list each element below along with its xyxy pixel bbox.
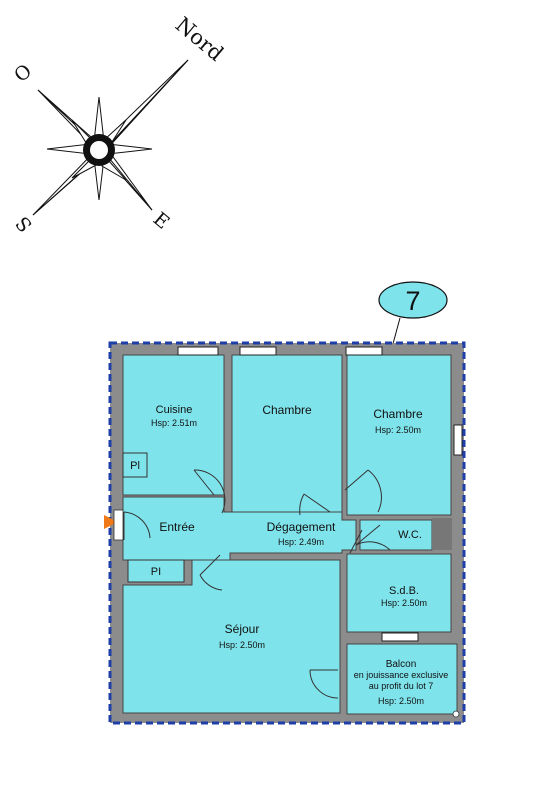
compass-east-label: E <box>149 208 174 234</box>
balcon-line-3: au profit du lot 7 <box>369 681 434 691</box>
chambre-2-hsp: Hsp: 2.50m <box>375 425 421 435</box>
window-sdb <box>381 632 419 642</box>
room-chambre-2 <box>346 354 452 516</box>
entry-arrow-icon <box>104 515 118 529</box>
chambre-1-name: Chambre <box>262 403 312 417</box>
room-wc <box>359 519 433 551</box>
sdb-name: S.d.B. <box>389 585 419 597</box>
sejour-hsp: Hsp: 2.50m <box>219 640 265 650</box>
room-balcon <box>346 643 458 715</box>
room-chambre-1 <box>231 354 343 516</box>
compass-north-label: Nord <box>171 12 228 65</box>
door-chambre-2 <box>344 469 382 513</box>
corner-marker-icon <box>452 710 460 718</box>
wc-name: W.C. <box>398 529 422 541</box>
room-fills <box>122 354 458 715</box>
door-entree <box>123 511 151 540</box>
degagement-name: Dégagement <box>267 520 336 534</box>
entry-opening <box>113 509 124 541</box>
compass-rose: Nord O S E <box>10 12 228 235</box>
window-chambre-2 <box>345 346 383 356</box>
lot-badge-label: 7 <box>405 286 420 316</box>
degagement-hsp: Hsp: 2.49m <box>278 537 324 547</box>
room-labels: Cuisine Hsp: 2.51m Chambre Chambre Hsp: … <box>130 403 448 706</box>
door-cuisine <box>193 469 226 514</box>
door-chambre-1 <box>299 493 331 516</box>
compass-south-label: S <box>12 212 37 236</box>
balcon-hsp: Hsp: 2.50m <box>378 696 424 706</box>
closet-pl-1-label: Pl <box>130 460 140 472</box>
compass-star-icon <box>32 59 189 216</box>
door-wc <box>355 524 391 551</box>
chambre-2-name: Chambre <box>373 407 423 421</box>
cuisine-name: Cuisine <box>156 404 193 416</box>
closet-pl-1 <box>122 452 148 478</box>
doors <box>123 469 391 699</box>
compass-west-label: O <box>10 60 36 87</box>
window-cuisine <box>177 346 219 356</box>
balcon-line-2: en jouissance exclusive <box>354 670 449 680</box>
sejour-name: Séjour <box>225 622 260 636</box>
window-chambre-2-side <box>453 424 463 456</box>
wall-block <box>432 518 452 550</box>
closet-pl-2-label: PI <box>151 566 161 578</box>
door-sdb <box>349 529 363 554</box>
door-balcon <box>309 669 339 699</box>
closet-pl-2 <box>127 559 185 583</box>
room-sejour <box>122 559 341 714</box>
entree-name: Entrée <box>159 520 195 534</box>
window-chambre-1 <box>239 346 277 356</box>
balcon-line-1: Balcon <box>386 659 417 670</box>
sdb-hsp: Hsp: 2.50m <box>381 598 427 608</box>
door-sejour <box>199 554 223 591</box>
windows <box>177 346 463 642</box>
closets <box>122 452 185 583</box>
cuisine-hsp: Hsp: 2.51m <box>151 418 197 428</box>
room-sdb <box>346 553 452 633</box>
